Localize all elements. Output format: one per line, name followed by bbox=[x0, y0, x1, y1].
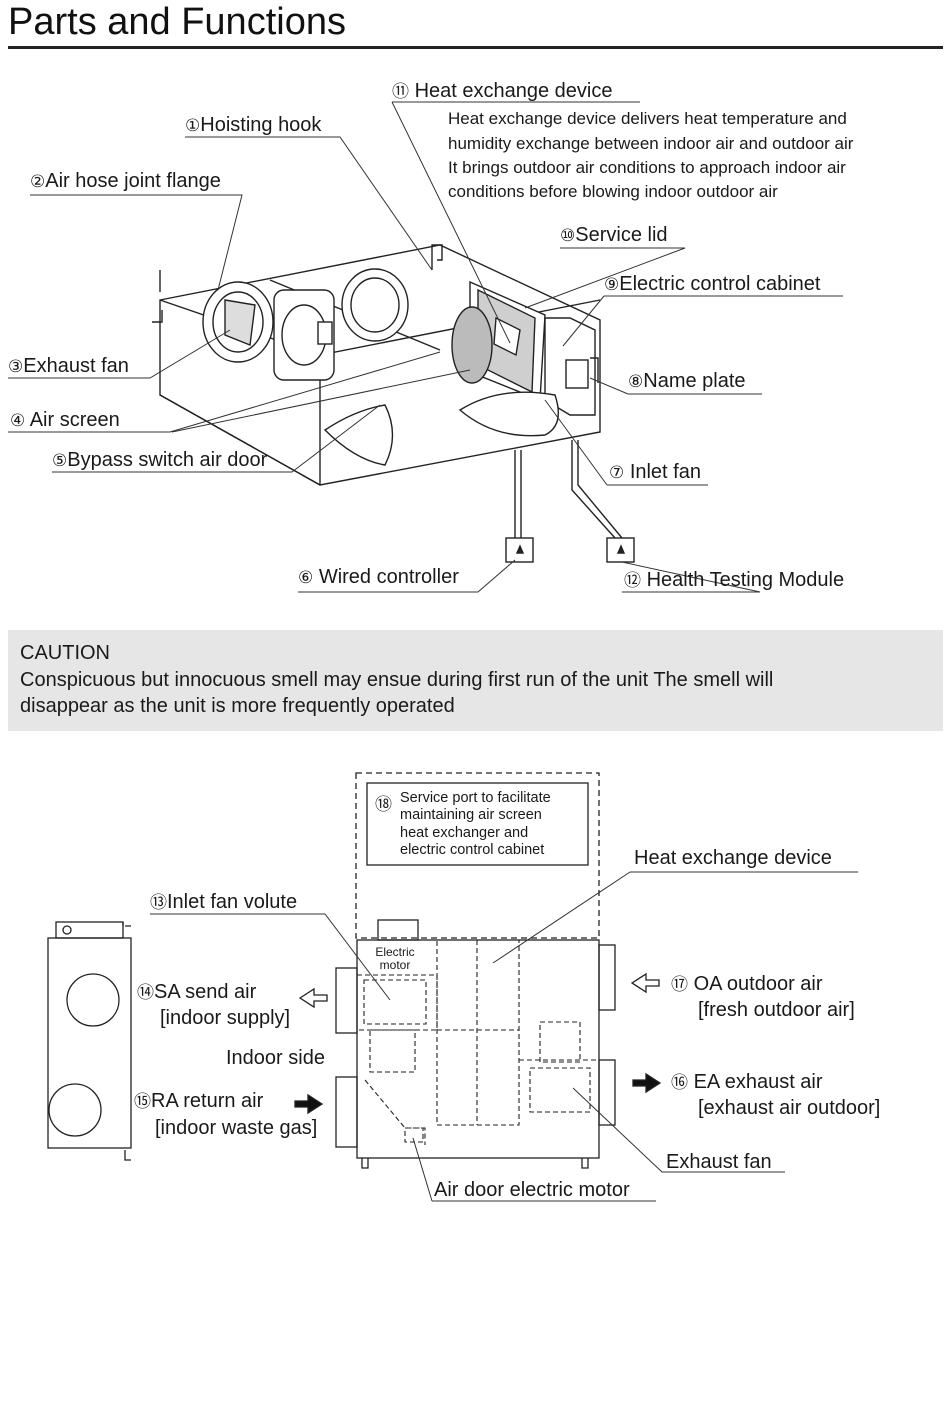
label-text: Heat exchange device bbox=[414, 80, 613, 102]
label-text: Wired controller bbox=[318, 566, 459, 588]
label-heat-exchange-device: ⑪ Heat exchange device bbox=[392, 80, 612, 103]
label-service-lid: ⑩Service lid bbox=[560, 224, 668, 247]
caution-text-line: disappear as the unit is more frequently… bbox=[20, 695, 455, 717]
label-ra-return-air: ⑮RA return air bbox=[134, 1090, 263, 1113]
label-number: ⑦ bbox=[609, 463, 625, 482]
label-ea-exhaust-air: ⑯ EA exhaust air bbox=[671, 1071, 823, 1094]
label-text: Service lid bbox=[575, 224, 668, 246]
label-health-testing-module: ⑫ Health Testing Module bbox=[624, 569, 844, 592]
caution-box bbox=[8, 630, 943, 731]
label-ra-sub: [indoor waste gas] bbox=[155, 1117, 318, 1139]
label-number: ⑤ bbox=[52, 451, 68, 470]
label-text: Health Testing Module bbox=[646, 569, 845, 591]
label-exhaust-fan: ③Exhaust fan bbox=[8, 355, 129, 378]
electric-motor-label-line: motor bbox=[379, 958, 411, 972]
label-number: ⑭ bbox=[137, 983, 154, 1002]
label-hoisting-hook: ①Hoisting hook bbox=[185, 114, 321, 137]
label-number: ② bbox=[30, 172, 46, 191]
label-text: Bypass switch air door bbox=[67, 449, 268, 471]
label-number: ⑥ bbox=[298, 568, 314, 587]
unit-isometric-diagram bbox=[8, 101, 843, 593]
caution-text-line: Conspicuous but innocuous smell may ensu… bbox=[20, 669, 774, 691]
label-air-door-electric-motor: Air door electric motor bbox=[434, 1179, 630, 1201]
label-number: ③ bbox=[8, 357, 24, 376]
label-text: Electric control cabinet bbox=[619, 273, 821, 295]
label-electric-control-cabinet: ⑨Electric control cabinet bbox=[604, 273, 820, 296]
service-port-line: heat exchanger and bbox=[400, 825, 529, 841]
label-number: ① bbox=[185, 116, 201, 135]
label-exhaust-fan-bottom: Exhaust fan bbox=[666, 1151, 772, 1173]
label-name-plate: ⑧Name plate bbox=[628, 370, 746, 393]
label-air-screen: ④ Air screen bbox=[10, 409, 120, 432]
label-text: RA return air bbox=[151, 1090, 264, 1112]
label-number: ⑬ bbox=[150, 893, 167, 912]
label-number: ⑨ bbox=[604, 275, 620, 294]
label-sa-send-air: ⑭SA send air bbox=[137, 981, 256, 1004]
label-inlet-fan: ⑦ Inlet fan bbox=[609, 461, 701, 484]
label-text: Inlet fan bbox=[629, 461, 701, 483]
label-text: EA exhaust air bbox=[693, 1071, 823, 1093]
label-ea-sub: [exhaust air outdoor] bbox=[698, 1097, 881, 1119]
caution-title: CAUTION bbox=[20, 642, 110, 664]
label-number: ⑰ bbox=[671, 975, 688, 994]
service-port-line: maintaining air screen bbox=[400, 807, 542, 823]
label-number: ⑫ bbox=[624, 571, 641, 590]
heat-exchange-description-line: humidity exchange between indoor air and… bbox=[448, 134, 854, 153]
label-text: Air hose joint flange bbox=[45, 170, 221, 192]
label-text: SA send air bbox=[154, 981, 257, 1003]
title-divider bbox=[8, 46, 943, 49]
heat-exchange-description-line: It brings outdoor air conditions to appr… bbox=[448, 158, 846, 177]
page-title: Parts and Functions bbox=[8, 1, 346, 43]
heat-exchange-description-line: conditions before blowing indoor outdoor… bbox=[448, 182, 778, 201]
label-number: ⑯ bbox=[671, 1073, 688, 1092]
label-heat-exchange-device-bottom: Heat exchange device bbox=[634, 847, 832, 869]
label-sa-sub: [indoor supply] bbox=[160, 1007, 291, 1029]
label-air-hose-joint-flange: ②Air hose joint flange bbox=[30, 170, 221, 193]
label-text: Exhaust fan bbox=[23, 355, 129, 377]
label-number: ⑮ bbox=[134, 1092, 151, 1111]
label-indoor-side: Indoor side bbox=[226, 1047, 325, 1069]
label-number: ⑩ bbox=[560, 226, 576, 245]
label-text: Hoisting hook bbox=[200, 114, 322, 136]
label-oa-sub: [fresh outdoor air] bbox=[698, 999, 855, 1021]
label-text: OA outdoor air bbox=[693, 973, 823, 995]
label-wired-controller: ⑥ Wired controller bbox=[298, 566, 459, 589]
label-number: ⑪ bbox=[392, 82, 409, 101]
label-inlet-fan-volute: ⑬Inlet fan volute bbox=[150, 891, 297, 914]
label-bypass-switch-air-door: ⑤Bypass switch air door bbox=[52, 449, 267, 472]
label-text: Air screen bbox=[29, 409, 120, 431]
label-number: ④ bbox=[10, 411, 26, 430]
heat-exchange-description-line: Heat exchange device delivers heat tempe… bbox=[448, 109, 847, 128]
service-port-line: Service port to facilitate bbox=[400, 790, 551, 806]
label-oa-outdoor-air: ⑰ OA outdoor air bbox=[671, 973, 823, 996]
label-text: Name plate bbox=[643, 370, 746, 392]
service-port-number: ⑱ bbox=[375, 795, 392, 814]
electric-motor-label-line: Electric bbox=[375, 945, 415, 959]
label-text: Inlet fan volute bbox=[167, 891, 298, 913]
label-number: ⑧ bbox=[628, 372, 644, 391]
service-port-line: electric control cabinet bbox=[400, 842, 545, 858]
